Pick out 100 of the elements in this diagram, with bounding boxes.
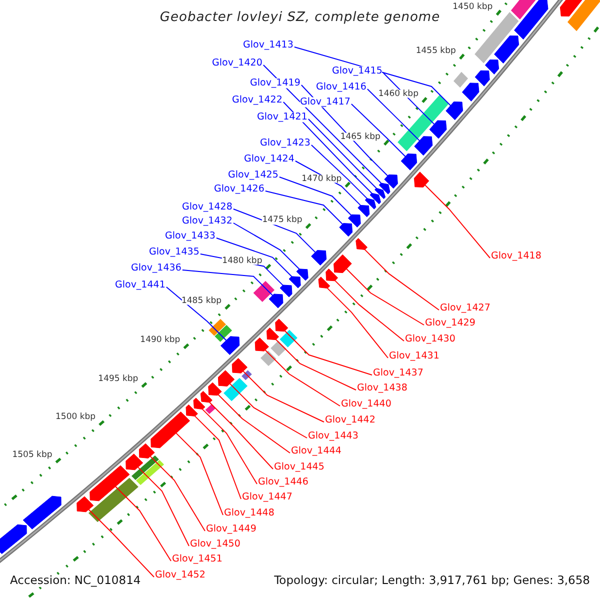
tick-label: 1470 kbp xyxy=(302,174,342,183)
gene-label: Glov_1424 xyxy=(244,154,294,164)
gene-feature xyxy=(268,294,284,308)
leader-line xyxy=(364,249,440,310)
gene-feature xyxy=(446,102,464,120)
leader-line xyxy=(264,350,340,406)
gene-label: Glov_1427 xyxy=(440,303,490,313)
leader-line xyxy=(334,280,404,342)
gene-feature xyxy=(339,223,353,237)
gene-label: Glov_1436 xyxy=(131,263,182,273)
leader-line xyxy=(282,102,372,194)
tick-label: 1475 kbp xyxy=(262,216,302,224)
leader-line xyxy=(216,238,292,277)
leader-line xyxy=(115,486,172,562)
leader-line xyxy=(262,64,382,184)
gene-label: Glov_1413 xyxy=(243,40,294,50)
leader-line xyxy=(209,402,274,470)
gene-feature xyxy=(150,412,190,448)
leader-line xyxy=(264,190,343,225)
gene-feature xyxy=(288,276,301,288)
gene-label: Glov_1446 xyxy=(258,477,308,487)
tick-label: 1495 kbp xyxy=(98,374,138,384)
gene-label: Glov_1448 xyxy=(224,508,274,518)
tick-label: 1465 kbp xyxy=(340,132,380,141)
tick-label: 1480 kbp xyxy=(222,256,262,265)
gene-feature xyxy=(254,337,269,352)
gene-feature xyxy=(414,172,430,188)
gene-label: Glov_1420 xyxy=(212,58,262,68)
gene-label: Glov_1421 xyxy=(257,112,308,122)
gene-label: Glov_1437 xyxy=(373,368,424,378)
gene-feature xyxy=(275,318,288,332)
tick-label: 1450 kbp xyxy=(452,2,493,11)
gene-label: Glov_1445 xyxy=(274,462,324,472)
leader-line xyxy=(242,370,324,422)
tick-label: 1485 kbp xyxy=(181,296,222,306)
tick-label: 1490 kbp xyxy=(140,336,180,344)
gene-label: Glov_1443 xyxy=(308,431,358,441)
leader-line xyxy=(194,416,242,500)
leader-line xyxy=(138,466,190,546)
gene-feature xyxy=(208,382,222,396)
gene-label: Glov_1452 xyxy=(155,570,206,580)
gene-feature xyxy=(126,454,144,470)
leader-line xyxy=(366,88,420,142)
leader-line xyxy=(202,408,258,484)
gene-feature xyxy=(462,82,480,102)
leader-line xyxy=(182,270,274,296)
gene-label: Glov_1419 xyxy=(250,78,300,88)
leader-line xyxy=(424,184,490,258)
gene-feature xyxy=(200,390,212,403)
gene-feature xyxy=(318,276,330,289)
gene-label: Glov_1425 xyxy=(228,170,278,180)
tick-label: 1500 kbp xyxy=(56,412,96,422)
leader-line xyxy=(310,144,368,199)
gene-label: Glov_1435 xyxy=(149,247,200,257)
gene-feature xyxy=(280,284,292,298)
gene-label: Glov_1451 xyxy=(172,554,222,564)
gene-label: Glov_1432 xyxy=(182,216,232,226)
gene-feature xyxy=(414,136,433,156)
leader-line xyxy=(88,509,154,578)
gene-feature xyxy=(0,524,27,554)
gene-feature xyxy=(358,204,370,218)
gene-label: Glov_1430 xyxy=(405,334,456,344)
leader-line xyxy=(327,288,388,358)
gene-feature xyxy=(311,250,327,266)
leader-line xyxy=(229,383,308,438)
gene-feature xyxy=(378,182,390,194)
tick-label: 1460 kbp xyxy=(378,90,418,98)
gene-feature xyxy=(484,60,500,74)
gene-feature xyxy=(90,465,130,502)
leader-line xyxy=(346,268,424,326)
leader-line xyxy=(284,330,372,376)
gene-feature xyxy=(22,496,62,530)
leader-line xyxy=(150,456,206,532)
genome-info-text: Topology: circular; Length: 3,917,761 bp; Genes: 3,658 xyxy=(274,575,590,586)
gene-feature xyxy=(326,268,338,282)
gene-feature xyxy=(218,370,235,386)
leader-line xyxy=(276,339,356,390)
gene-label: Glov_1426 xyxy=(214,184,264,194)
title: Geobacter lovleyi SZ, complete genome xyxy=(160,11,440,24)
gene-label: Glov_1442 xyxy=(325,415,376,425)
gene-label: Glov_1441 xyxy=(115,280,166,290)
leader-line xyxy=(166,286,227,341)
gene-feature xyxy=(220,336,240,355)
gene-feature xyxy=(356,238,368,250)
gene-feature xyxy=(494,36,520,64)
gene-label: Glov_1433 xyxy=(165,231,216,241)
gene-label: Glov_1429 xyxy=(425,318,476,328)
gene-feature xyxy=(348,214,361,228)
gene-label: Glov_1444 xyxy=(291,446,342,456)
gene-label: Glov_1428 xyxy=(182,202,232,212)
gene-label: Glov_1438 xyxy=(357,383,408,393)
tick-label: 1505 kbp xyxy=(12,450,52,459)
gene-label: Glov_1415 xyxy=(332,66,382,76)
gene-feature xyxy=(193,398,206,410)
tick-label: 1455 kbp xyxy=(416,46,456,55)
gene-label: Glov_1431 xyxy=(389,351,440,361)
leader-line xyxy=(218,394,290,454)
gene-feature xyxy=(76,496,94,512)
gene-label: Glov_1440 xyxy=(341,399,392,409)
gene-feature xyxy=(364,198,376,210)
